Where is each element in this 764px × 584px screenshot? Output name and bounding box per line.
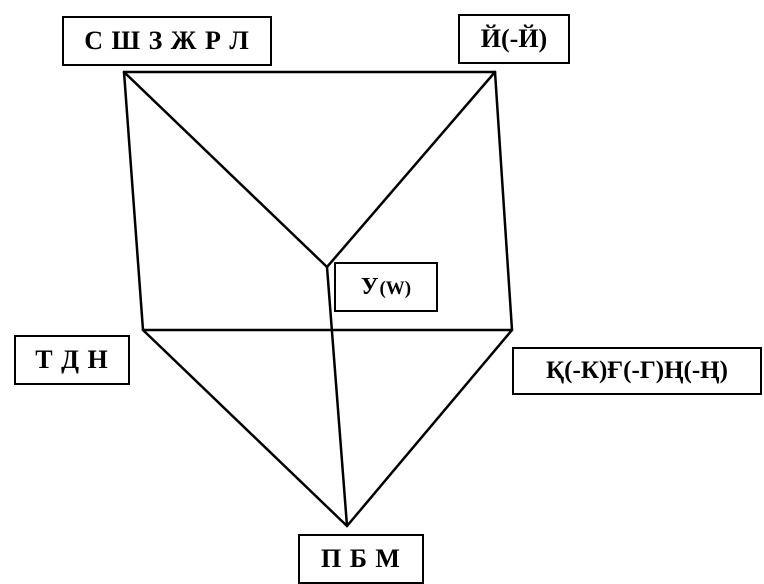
edge-top-right-to-center <box>325 70 497 269</box>
edge-mid-right-to-bottom <box>345 328 514 528</box>
node-top-right-label: Й(-Й) <box>480 24 548 53</box>
edge-top-left-to-mid-left <box>122 70 145 332</box>
node-top-left: С Ш З Ж Р Л <box>62 16 272 66</box>
node-mid-left-label: Т Д Н <box>35 345 109 374</box>
edge-top-left-to-center <box>122 70 329 269</box>
node-bottom-label: П Б М <box>321 544 401 573</box>
node-mid-right: Қ(-К)Ғ(-Г)Ң(-Ң) <box>512 347 762 395</box>
node-top-left-label: С Ш З Ж Р Л <box>84 26 250 55</box>
node-top-right: Й(-Й) <box>458 14 570 64</box>
node-bottom: П Б М <box>298 534 424 584</box>
edge-top-right-to-mid-right <box>493 70 514 332</box>
node-center-label: У <box>360 273 379 300</box>
node-mid-right-label: Қ(-К)Ғ(-Г)Ң(-Ң) <box>546 357 728 384</box>
edge-center-to-bottom <box>325 265 349 528</box>
node-center-sublabel: (W) <box>379 278 412 299</box>
edge-mid-left-to-bottom <box>141 328 349 528</box>
node-mid-left: Т Д Н <box>14 335 130 385</box>
node-center: У(W) <box>334 262 438 312</box>
